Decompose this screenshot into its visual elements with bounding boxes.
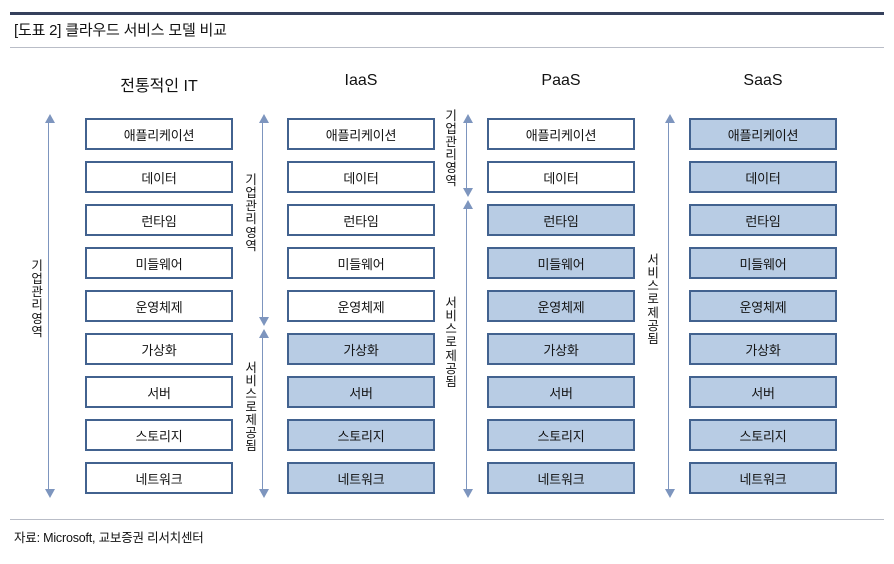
layer-box-paas-1: 데이터 bbox=[487, 161, 635, 193]
layer-box-saas-1: 데이터 bbox=[689, 161, 837, 193]
column-heading-saas: SaaS bbox=[743, 72, 783, 89]
layer-box-traditional-it-0: 애플리케이션 bbox=[85, 118, 233, 150]
column-heading-iaas: IaaS bbox=[344, 72, 378, 89]
scope-arrow-iaas-managed bbox=[258, 114, 269, 326]
layer-box-traditional-it-3: 미들웨어 bbox=[85, 247, 233, 279]
layer-box-traditional-it-2: 런타임 bbox=[85, 204, 233, 236]
header-accent-rule bbox=[10, 12, 884, 15]
scope-label-paas-provided: 서비스로 제공됨 bbox=[445, 296, 457, 389]
scope-arrow-saas-provided bbox=[664, 114, 675, 498]
footer-divider-rule bbox=[10, 519, 884, 520]
layer-box-saas-0: 애플리케이션 bbox=[689, 118, 837, 150]
layer-box-traditional-it-4: 운영체제 bbox=[85, 290, 233, 322]
layer-box-traditional-it-6: 서버 bbox=[85, 376, 233, 408]
layer-box-paas-6: 서버 bbox=[487, 376, 635, 408]
header-divider-rule bbox=[10, 47, 884, 48]
layer-box-iaas-7: 스토리지 bbox=[287, 419, 435, 451]
figure-title: [도표 2] 클라우드 서비스 모델 비교 bbox=[14, 22, 227, 39]
column-heading-paas: PaaS bbox=[541, 72, 581, 89]
scope-label-iaas-managed: 기업 관리 영역 bbox=[245, 173, 257, 253]
layer-box-iaas-3: 미들웨어 bbox=[287, 247, 435, 279]
column-heading-traditional-it: 전통적인 IT bbox=[120, 78, 198, 95]
scope-label-traditional-it-managed: 기업 관리 영역 bbox=[31, 259, 43, 339]
scope-arrow-paas-managed bbox=[462, 114, 473, 197]
layer-box-saas-8: 네트워크 bbox=[689, 462, 837, 494]
layer-box-iaas-2: 런타임 bbox=[287, 204, 435, 236]
layer-box-paas-2: 런타임 bbox=[487, 204, 635, 236]
scope-arrow-iaas-provided bbox=[258, 329, 269, 498]
layer-box-saas-2: 런타임 bbox=[689, 204, 837, 236]
layer-box-saas-7: 스토리지 bbox=[689, 419, 837, 451]
layer-box-traditional-it-8: 네트워크 bbox=[85, 462, 233, 494]
layer-box-traditional-it-5: 가상화 bbox=[85, 333, 233, 365]
layer-box-saas-6: 서버 bbox=[689, 376, 837, 408]
scope-label-saas-provided: 서비스로 제공됨 bbox=[647, 253, 659, 346]
layer-box-paas-7: 스토리지 bbox=[487, 419, 635, 451]
layer-box-iaas-6: 서버 bbox=[287, 376, 435, 408]
layer-box-paas-0: 애플리케이션 bbox=[487, 118, 635, 150]
layer-box-iaas-4: 운영체제 bbox=[287, 290, 435, 322]
layer-box-paas-4: 운영체제 bbox=[487, 290, 635, 322]
scope-arrow-traditional-it-managed bbox=[44, 114, 55, 498]
layer-box-iaas-5: 가상화 bbox=[287, 333, 435, 365]
layer-box-saas-3: 미들웨어 bbox=[689, 247, 837, 279]
layer-box-traditional-it-1: 데이터 bbox=[85, 161, 233, 193]
layer-box-paas-3: 미들웨어 bbox=[487, 247, 635, 279]
scope-label-iaas-provided: 서비스로 제공됨 bbox=[245, 360, 257, 454]
layer-box-iaas-1: 데이터 bbox=[287, 161, 435, 193]
scope-arrow-paas-provided bbox=[462, 200, 473, 498]
layer-box-saas-5: 가상화 bbox=[689, 333, 837, 365]
layer-box-paas-5: 가상화 bbox=[487, 333, 635, 365]
source-note: 자료: Microsoft, 교보증권 리서치센터 bbox=[14, 531, 204, 545]
layer-box-saas-4: 운영체제 bbox=[689, 290, 837, 322]
layer-box-traditional-it-7: 스토리지 bbox=[85, 419, 233, 451]
layer-box-iaas-8: 네트워크 bbox=[287, 462, 435, 494]
layer-box-paas-8: 네트워크 bbox=[487, 462, 635, 494]
layer-box-iaas-0: 애플리케이션 bbox=[287, 118, 435, 150]
scope-label-paas-managed: 기업 관리 영역 bbox=[445, 108, 457, 189]
